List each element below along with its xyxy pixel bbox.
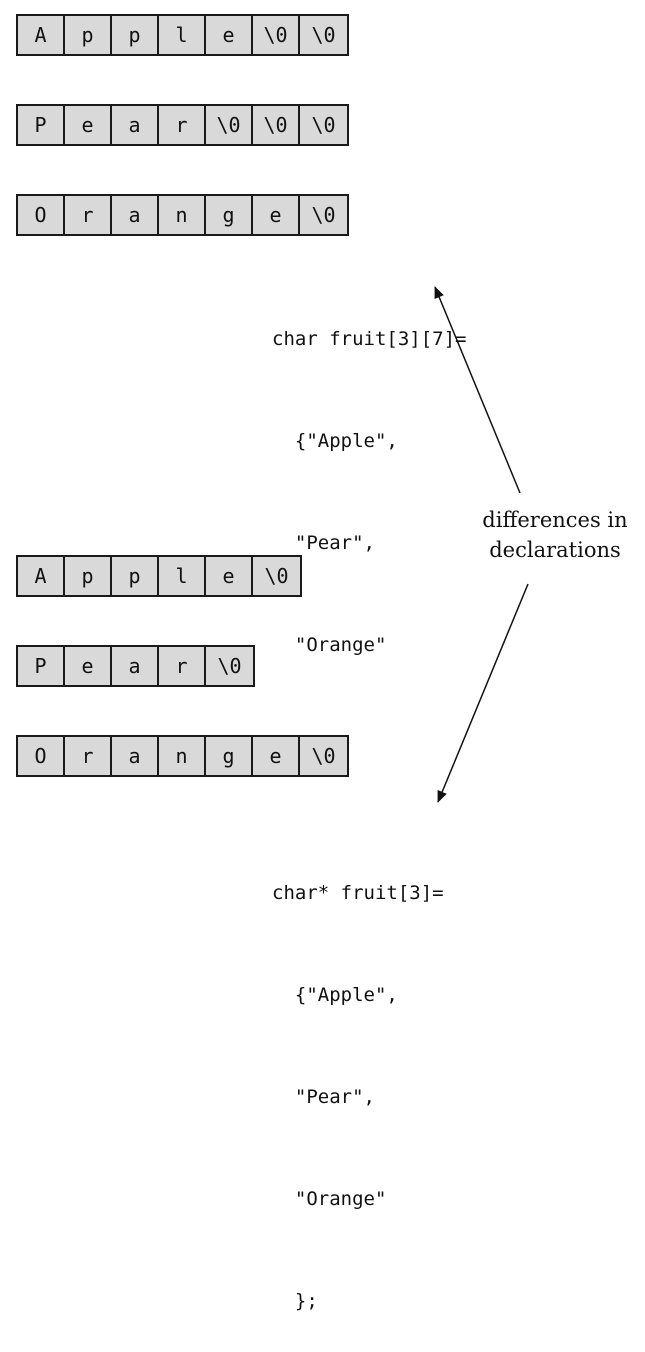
array-cell: P xyxy=(18,647,65,685)
differences-caption: differences in declarations xyxy=(470,505,640,565)
array-cell: e xyxy=(206,16,253,54)
top-code-line: {"Apple", xyxy=(272,430,398,452)
array-cell: l xyxy=(159,557,206,595)
caption-line: declarations xyxy=(489,538,621,562)
top-code-block: char fruit[3][7]= {"Apple", "Pear", "Ora… xyxy=(272,254,466,798)
array-cell: r xyxy=(159,647,206,685)
array-cell: n xyxy=(159,196,206,234)
caption-line: differences in xyxy=(482,508,628,532)
array-cell: A xyxy=(18,557,65,595)
array-cell: O xyxy=(18,196,65,234)
array-cell: \0 xyxy=(206,106,253,144)
bottom-code-line: "Pear", xyxy=(272,1086,375,1108)
top-code-line: "Pear", xyxy=(272,532,375,554)
array-cell: r xyxy=(65,196,112,234)
bottom-code-line: "Orange" xyxy=(272,1188,387,1210)
array-cell: e xyxy=(253,737,300,775)
array-cell: e xyxy=(65,106,112,144)
array-cell: a xyxy=(112,196,159,234)
bottom-code-line: char* fruit[3]= xyxy=(272,882,444,904)
array-cell: A xyxy=(18,16,65,54)
array-cell: P xyxy=(18,106,65,144)
array-cell: \0 xyxy=(253,106,300,144)
array-cell: a xyxy=(112,106,159,144)
array-cell: p xyxy=(65,16,112,54)
array-cell: O xyxy=(18,737,65,775)
arrows-layer xyxy=(434,286,529,803)
top-code-line: char fruit[3][7]= xyxy=(272,328,467,350)
array-cell: \0 xyxy=(217,654,242,678)
array-cell: \0 xyxy=(253,16,300,54)
array-cell: \0 xyxy=(311,744,336,768)
array-cell: p xyxy=(65,557,112,595)
array-cell: a xyxy=(112,647,159,685)
array-cell: g xyxy=(206,737,253,775)
array-cell: l xyxy=(159,16,206,54)
array-cell: e xyxy=(206,557,253,595)
array-cell: g xyxy=(206,196,253,234)
arrow-to-top-declaration xyxy=(434,286,521,494)
bottom-code-line: }; xyxy=(272,1290,318,1312)
arrow-to-bottom-declaration xyxy=(437,583,529,803)
array-cell: a xyxy=(112,737,159,775)
array-cell: \0 xyxy=(311,23,336,47)
array-cell: n xyxy=(159,737,206,775)
array-cell: r xyxy=(65,737,112,775)
array-cell: r xyxy=(159,106,206,144)
array-cell: \0 xyxy=(311,113,336,137)
array-cell: p xyxy=(112,16,159,54)
bottom-code-line: {"Apple", xyxy=(272,984,398,1006)
array-cell: e xyxy=(65,647,112,685)
array-cell: p xyxy=(112,557,159,595)
array-cell: \0 xyxy=(264,564,289,588)
array-cell: \0 xyxy=(311,203,336,227)
array-cell: e xyxy=(253,196,300,234)
top-code-line: "Orange" xyxy=(272,634,387,656)
